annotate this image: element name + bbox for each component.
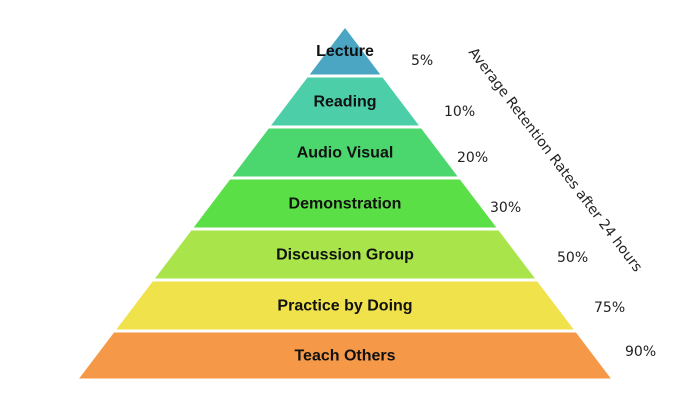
percent-lecture: 5% xyxy=(411,53,434,69)
percent-reading: 10% xyxy=(444,104,476,120)
layer-lecture xyxy=(309,28,381,75)
label-audio-visual: Audio Visual xyxy=(297,145,394,162)
label-teach-others: Teach Others xyxy=(294,348,395,365)
layer-practice-by-doing xyxy=(116,281,574,330)
label-reading: Reading xyxy=(313,94,376,111)
percent-discussion-group: 50% xyxy=(557,250,589,266)
layer-reading xyxy=(271,77,419,126)
percent-demonstration: 30% xyxy=(490,200,522,216)
layer-teach-others xyxy=(79,332,611,379)
layer-discussion-group xyxy=(154,230,536,279)
percent-audio-visual: 20% xyxy=(457,150,489,166)
label-discussion-group: Discussion Group xyxy=(276,247,414,264)
label-demonstration: Demonstration xyxy=(289,196,402,213)
percent-teach-others: 90% xyxy=(625,344,657,360)
label-practice-by-doing: Practice by Doing xyxy=(277,298,412,315)
percent-practice-by-doing: 75% xyxy=(594,300,626,316)
layer-audio-visual xyxy=(232,128,458,177)
layer-demonstration xyxy=(193,179,497,228)
label-lecture: Lecture xyxy=(316,43,374,60)
